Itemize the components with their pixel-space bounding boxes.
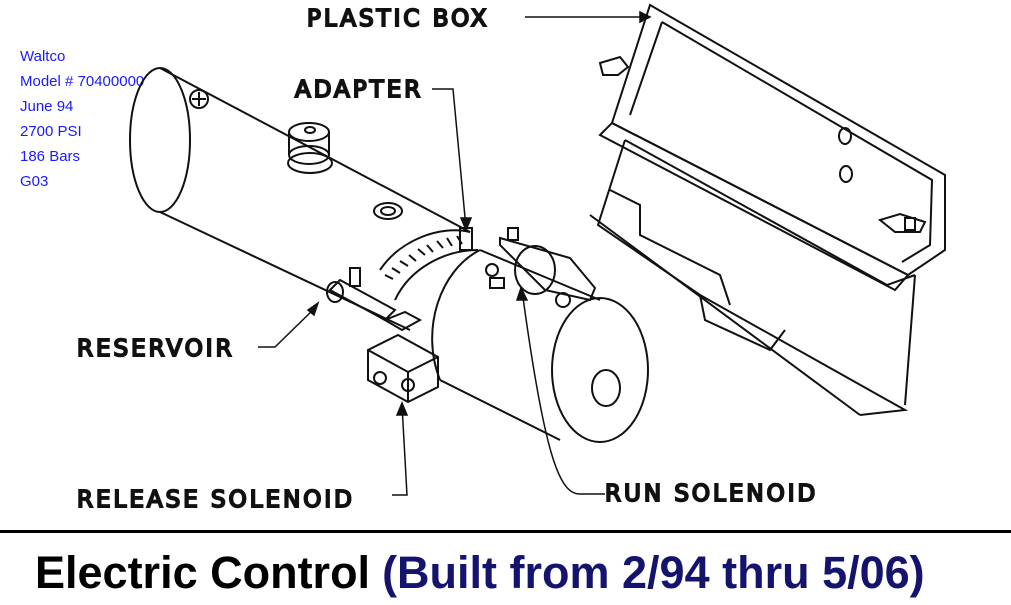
spec-line: June 94 (20, 98, 74, 115)
leader-lines (258, 12, 650, 495)
spec-line: Model # 70400000 (20, 73, 145, 90)
motor-drawing (432, 250, 648, 442)
footer-main-text: Electric Control (35, 547, 371, 598)
spec-line: 186 Bars (20, 148, 81, 165)
release-solenoid-drawing (327, 268, 438, 402)
footer-divider (0, 530, 1011, 533)
parts-diagram: PLASTIC BOX ADAPTER RESERVOIR RELEASE SO… (76, 0, 1011, 514)
footer-date-range: (Built from 2/94 thru 5/06) (382, 547, 925, 598)
label-adapter: ADAPTER (295, 77, 423, 103)
spec-line: Waltco (20, 48, 66, 65)
spec-block: Waltco Model # 70400000 June 94 2700 PSI… (20, 44, 144, 194)
spec-line: G03 (20, 173, 49, 190)
adapter-drawing (380, 228, 478, 300)
label-release-solenoid: RELEASE SOLENOID (77, 487, 355, 513)
plastic-box-drawing (590, 5, 945, 415)
label-run-solenoid: RUN SOLENOID (605, 481, 818, 507)
label-reservoir: RESERVOIR (77, 336, 235, 362)
label-plastic-box: PLASTIC BOX (307, 6, 490, 32)
spec-line: 2700 PSI (20, 123, 82, 140)
run-solenoid-drawing (486, 228, 595, 307)
footer-title: Electric Control(Built from 2/94 thru 5/… (35, 545, 925, 601)
reservoir-drawing (130, 68, 470, 330)
